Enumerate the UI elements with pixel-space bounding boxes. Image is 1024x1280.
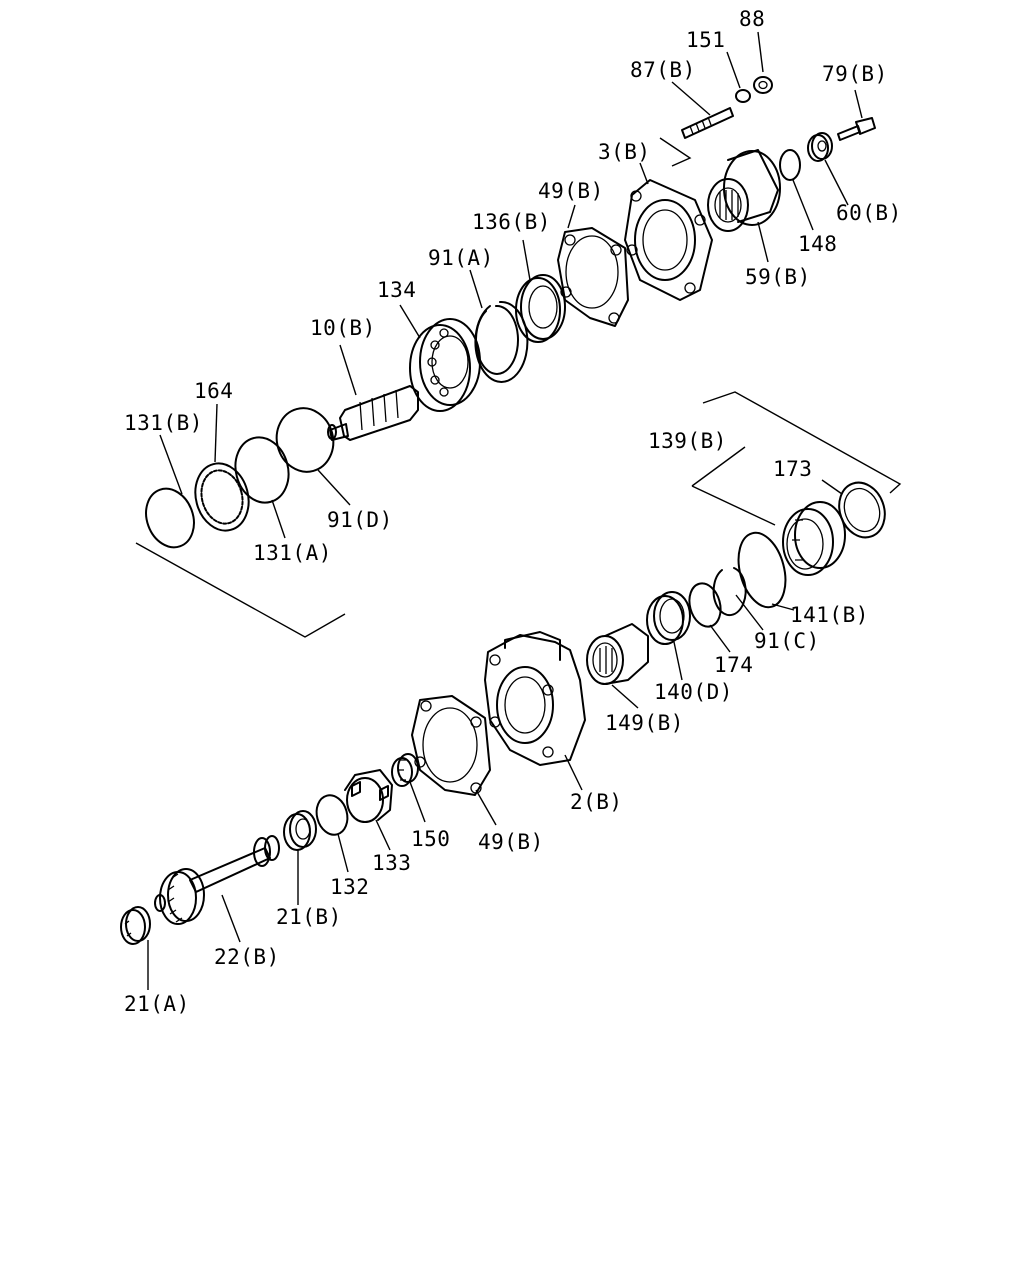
label-21b: 21(B) <box>276 905 342 929</box>
part-10b-shaft <box>327 385 419 441</box>
label-134: 134 <box>377 278 416 302</box>
part-141b-ring <box>737 531 787 609</box>
leader-2b <box>564 754 583 791</box>
part-151-washer <box>735 89 751 103</box>
group-bracket-right <box>691 391 902 526</box>
label-140d: 140(D) <box>654 680 733 704</box>
part-133-collar <box>344 769 393 823</box>
label-174: 174 <box>714 653 753 677</box>
leader-151 <box>726 51 741 89</box>
leader-150 <box>409 781 426 823</box>
part-139b-sleeve <box>782 501 846 576</box>
part-149b-bearing <box>586 623 649 685</box>
label-91a: 91(A) <box>428 246 494 270</box>
leader-49b-top <box>567 204 576 229</box>
part-134-bearing <box>409 318 481 412</box>
label-131b: 131(B) <box>124 411 203 435</box>
part-140d-sleeve <box>646 591 691 645</box>
label-10b: 10(B) <box>310 316 376 340</box>
leader-87b <box>671 81 711 116</box>
label-131a: 131(A) <box>253 541 332 565</box>
part-174-ring <box>688 582 722 628</box>
leader-91a <box>469 269 483 309</box>
part-49b-gasket-top <box>557 227 629 327</box>
label-164: 164 <box>194 379 233 403</box>
leader-88 <box>757 31 764 73</box>
leader-91c <box>735 594 764 631</box>
part-91a-snapring <box>474 300 529 383</box>
label-136b: 136(B) <box>472 210 551 234</box>
leader-91d <box>317 469 351 506</box>
part-91c-snapring <box>712 567 747 617</box>
leader-174 <box>709 624 731 653</box>
leader-164 <box>214 403 218 463</box>
label-173: 173 <box>773 457 812 481</box>
label-141b: 141(B) <box>790 603 869 627</box>
label-60b: 60(B) <box>836 201 902 225</box>
part-2b-housing <box>484 631 586 766</box>
leader-134 <box>399 304 421 339</box>
label-91d: 91(D) <box>327 508 393 532</box>
label-148: 148 <box>798 232 837 256</box>
leader-173 <box>821 479 843 495</box>
label-149b: 149(B) <box>605 711 684 735</box>
label-87b: 87(B) <box>630 58 696 82</box>
leader-131a <box>271 499 286 539</box>
label-139b: 139(B) <box>648 429 727 453</box>
label-3b: 3(B) <box>598 140 651 164</box>
label-91c: 91(C) <box>754 629 820 653</box>
part-3b-housing <box>624 179 713 301</box>
part-132-ring <box>315 794 349 836</box>
part-91d-ring <box>275 407 335 473</box>
leader-148 <box>792 179 814 231</box>
label-21a: 21(A) <box>124 992 190 1016</box>
group-bracket-top <box>659 137 692 167</box>
label-88: 88 <box>739 7 765 31</box>
part-21b-bearing <box>283 810 317 851</box>
leader-149b <box>611 684 639 709</box>
label-22b: 22(B) <box>214 945 280 969</box>
part-136b-seal <box>515 274 566 343</box>
label-133: 133 <box>372 851 411 875</box>
part-150-needlebearing <box>391 753 419 787</box>
leader-60b <box>824 159 849 206</box>
leader-59b <box>757 221 769 263</box>
label-59b: 59(B) <box>745 265 811 289</box>
part-131a-ring <box>234 436 290 504</box>
label-151: 151 <box>686 28 725 52</box>
group-bracket-left <box>135 542 346 638</box>
part-131b-ring <box>145 487 195 549</box>
part-21a-bearing <box>120 906 151 945</box>
label-49b-bottom: 49(B) <box>478 830 544 854</box>
label-2b: 2(B) <box>570 790 623 814</box>
leader-10b <box>339 344 357 396</box>
leader-140d <box>673 641 683 681</box>
part-60b-nut <box>807 132 833 162</box>
leader-131b <box>159 434 183 495</box>
label-49b-top: 49(B) <box>538 179 604 203</box>
part-79b-bolt <box>837 117 876 141</box>
leader-141b <box>771 603 795 611</box>
part-22b-gearshaft <box>154 835 280 925</box>
label-132: 132 <box>330 875 369 899</box>
part-88-nut <box>753 76 773 94</box>
leader-132 <box>337 833 349 873</box>
part-49b-gasket-bottom <box>411 695 491 796</box>
leader-22b <box>221 894 241 943</box>
part-164-syncring <box>194 462 250 532</box>
leader-133 <box>375 819 391 851</box>
label-79b: 79(B) <box>822 62 888 86</box>
leader-49b-bottom <box>475 789 497 826</box>
part-173-ring <box>838 481 886 539</box>
leader-3b <box>639 162 649 185</box>
leader-136b <box>522 239 531 281</box>
part-148-oring <box>779 149 801 181</box>
leader-79b <box>854 89 863 119</box>
part-59b-flange <box>707 149 781 232</box>
label-150: 150 <box>411 827 450 851</box>
part-87b-stud <box>681 107 734 139</box>
